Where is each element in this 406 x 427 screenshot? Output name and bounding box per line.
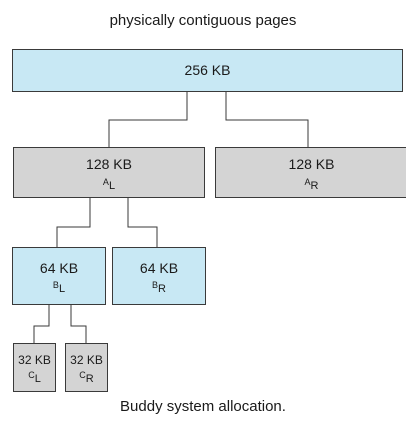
block-b-left: 64 KB BL bbox=[12, 247, 106, 305]
connector-a-left-b-left bbox=[56, 198, 91, 247]
block-b-right: 64 KB BR bbox=[112, 247, 206, 305]
connector-a-left-b-right bbox=[127, 198, 158, 247]
block-name-label: AL bbox=[102, 176, 116, 192]
block-name-label: CL bbox=[28, 370, 41, 386]
block-256kb: 256 KB bbox=[12, 49, 403, 92]
block-size-label: 128 KB bbox=[86, 156, 132, 173]
block-a-left: 128 KB AL bbox=[13, 147, 205, 198]
block-size-label: 64 KB bbox=[39, 259, 79, 276]
block-size-label: 64 KB bbox=[139, 259, 179, 276]
block-name-label: BL bbox=[52, 280, 66, 296]
block-size-label: 128 KB bbox=[288, 156, 335, 173]
block-name-label: CR bbox=[79, 370, 94, 386]
block-c-right: 32 KB CR bbox=[65, 343, 108, 392]
connector-root-a-right bbox=[225, 92, 309, 147]
diagram-title: physically contiguous pages bbox=[109, 12, 297, 29]
block-size-label: 32 KB bbox=[70, 352, 103, 367]
connector-b-left-c-right bbox=[70, 305, 87, 343]
block-c-left: 32 KB CL bbox=[13, 343, 56, 392]
block-a-right: 128 KB AR bbox=[215, 147, 406, 198]
block-name-label: AR bbox=[304, 176, 319, 192]
connector-b-left-c-left bbox=[33, 305, 50, 343]
block-size-label: 32 KB bbox=[18, 352, 51, 367]
block-name-label: BR bbox=[152, 280, 166, 296]
diagram-caption: Buddy system allocation. bbox=[120, 398, 286, 415]
block-size-label: 256 KB bbox=[184, 61, 231, 78]
connector-root-a-left bbox=[108, 92, 188, 147]
